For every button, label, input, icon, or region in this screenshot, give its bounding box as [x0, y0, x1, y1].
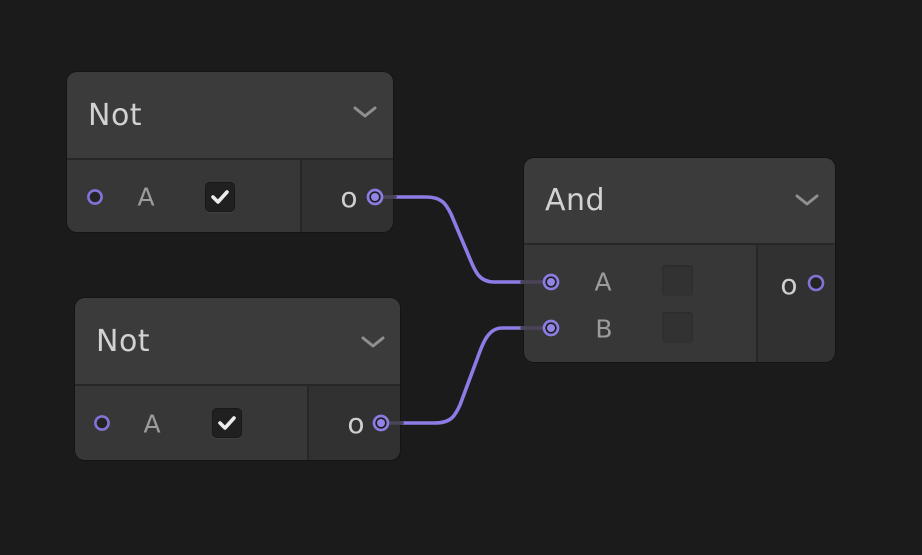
chevron-down-icon[interactable]	[361, 336, 385, 349]
node-title: Not	[96, 323, 151, 359]
node-and-1[interactable]: And A B o	[524, 158, 835, 362]
checkbox-input-a[interactable]	[662, 265, 693, 296]
wire-not2-o-to-and-b[interactable]	[398, 326, 526, 425]
checkmark-icon	[218, 416, 236, 430]
node-inputs-section	[67, 160, 300, 232]
chevron-down-icon[interactable]	[353, 106, 377, 119]
output-label: o	[780, 268, 798, 301]
node-not-2-header[interactable]: Not	[75, 298, 400, 384]
input-label-a: A	[594, 267, 612, 297]
node-not-2[interactable]: Not A o	[75, 298, 400, 460]
wire-not1-o-to-and-a[interactable]	[391, 195, 526, 284]
node-not-1[interactable]: Not A o	[67, 72, 393, 232]
output-label: o	[340, 181, 358, 214]
chevron-down-icon[interactable]	[795, 194, 819, 207]
checkbox-input-b[interactable]	[662, 312, 693, 343]
node-outputs-section	[758, 245, 835, 362]
input-label-b: B	[595, 314, 613, 344]
node-title: Not	[88, 97, 143, 133]
checkbox-input-a[interactable]	[205, 182, 235, 212]
node-and-1-header[interactable]: And	[524, 158, 835, 243]
checkmark-icon	[211, 190, 229, 204]
output-label: o	[347, 407, 365, 440]
node-not-1-header[interactable]: Not	[67, 72, 393, 158]
input-label: A	[143, 409, 161, 439]
node-title: And	[545, 183, 606, 218]
node-inputs-section	[524, 245, 756, 362]
input-label: A	[137, 182, 155, 212]
node-inputs-section	[75, 386, 307, 460]
checkbox-input-a[interactable]	[212, 408, 242, 438]
